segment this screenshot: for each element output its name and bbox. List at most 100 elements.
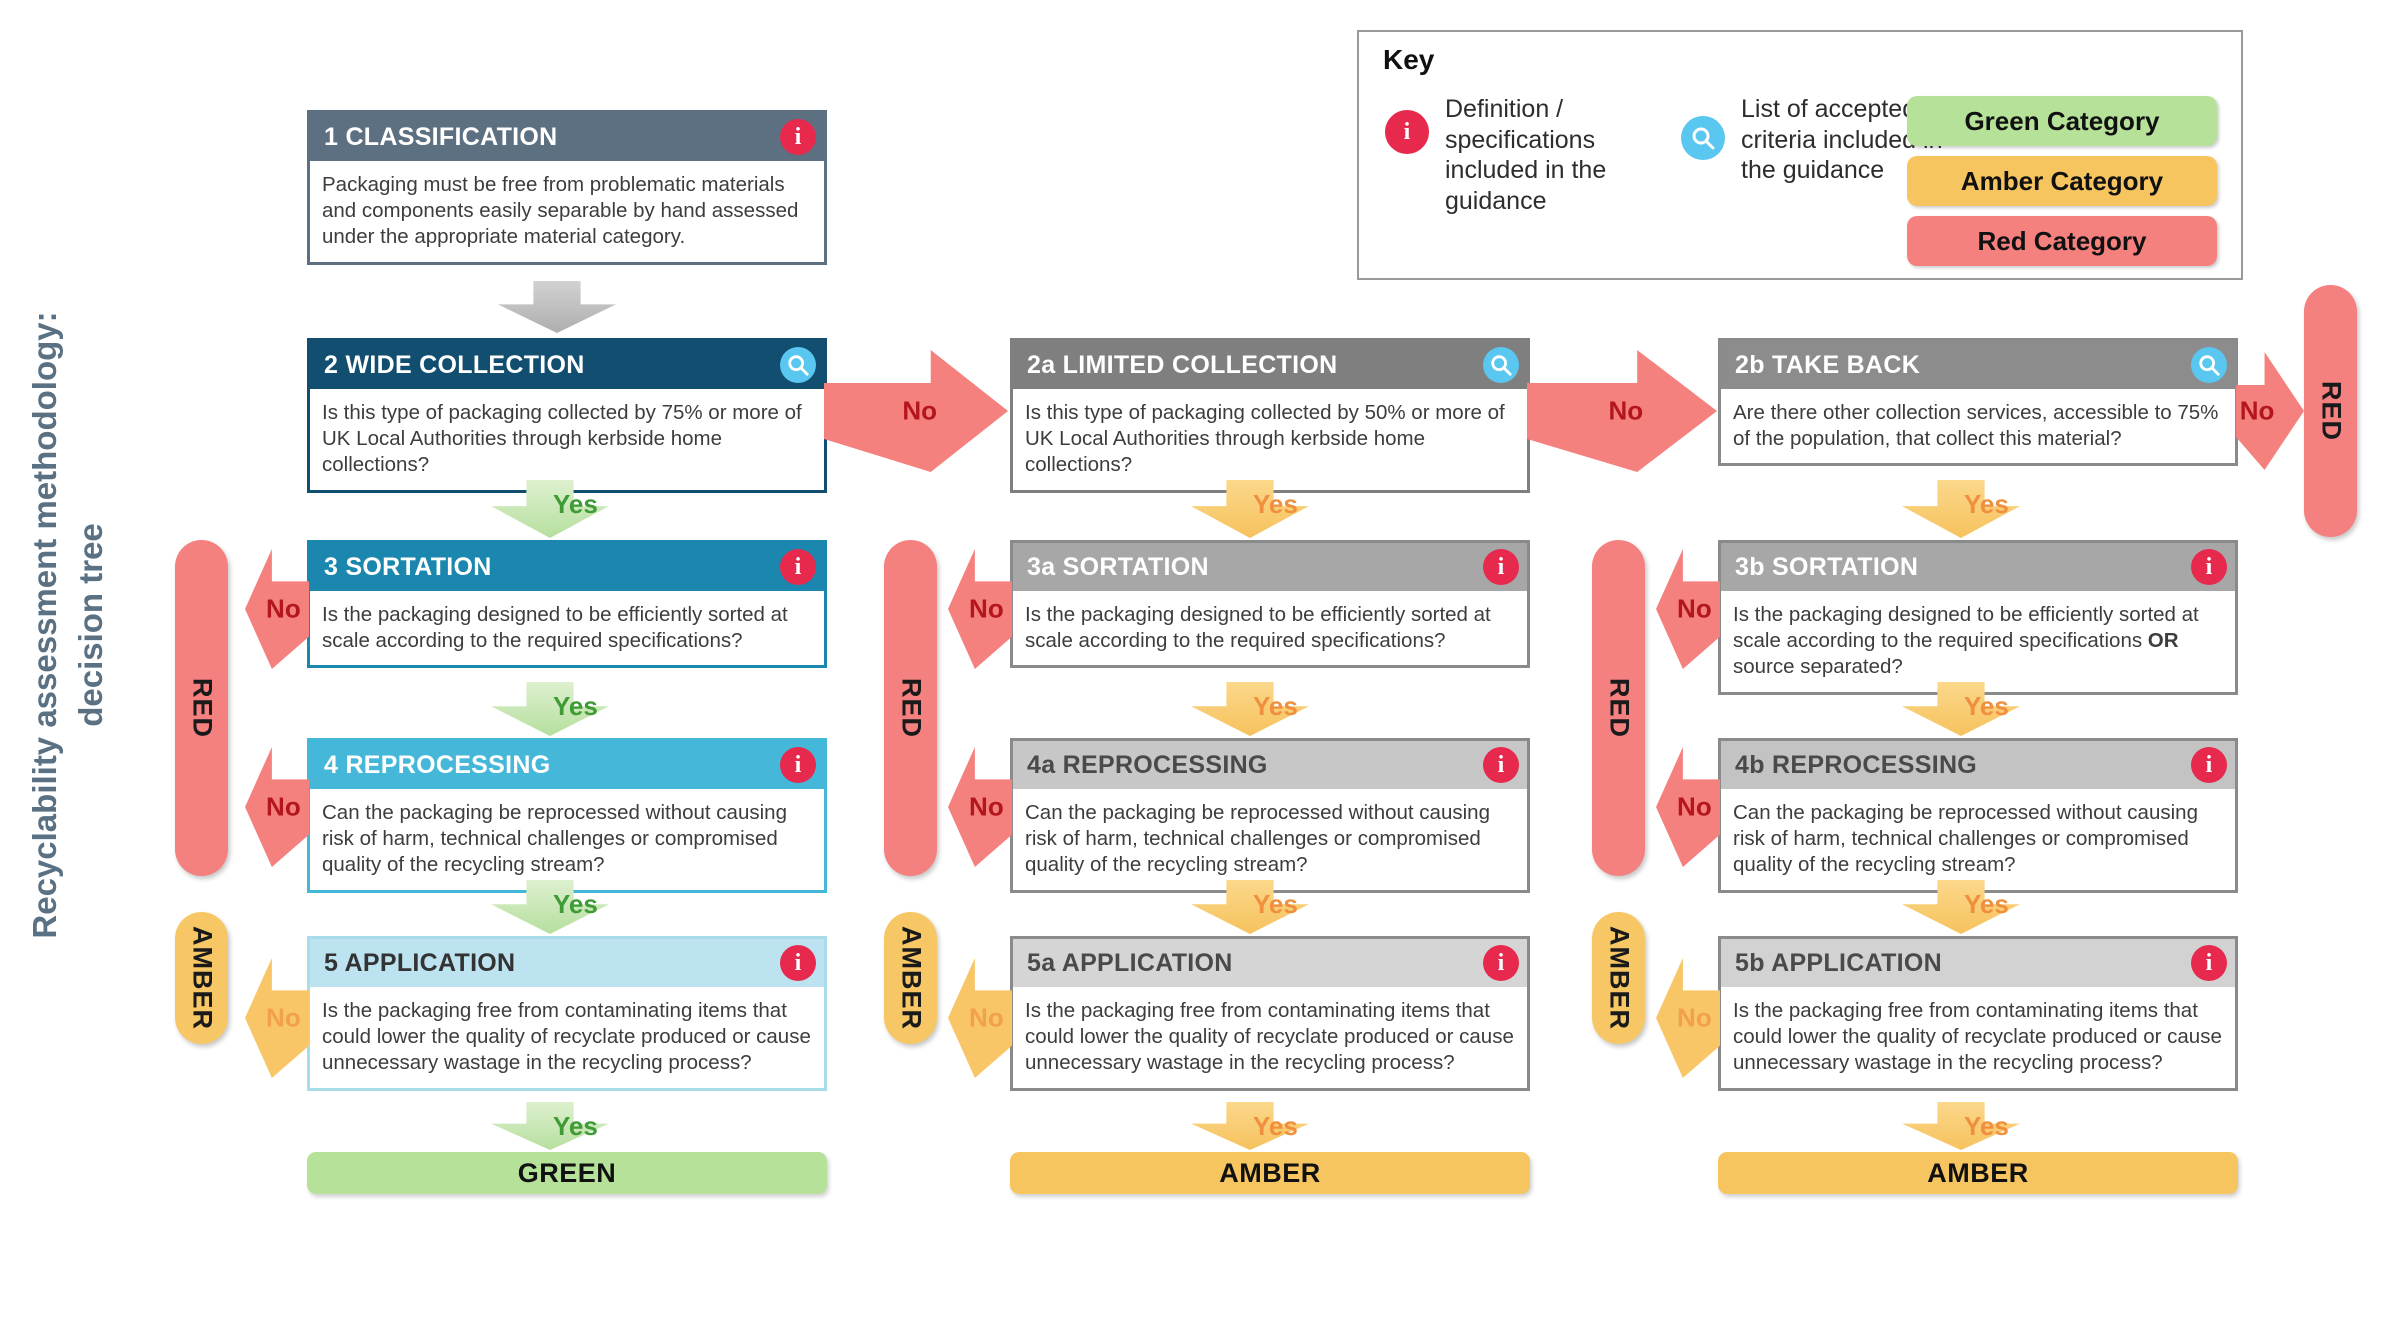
- yes-label: Yes: [553, 691, 598, 721]
- box-body: Is this type of packaging collected by 7…: [310, 392, 824, 490]
- box-title: 2b TAKE BACK: [1735, 350, 1921, 379]
- page-title-line1: Recyclability assessment methodology:: [26, 311, 63, 939]
- yes-arrow: Yes: [1191, 1102, 1309, 1150]
- no-label: No: [266, 593, 301, 624]
- no-arrow: No: [245, 747, 309, 867]
- no-arrow: No: [245, 549, 309, 669]
- box-body: Can the packaging be reprocessed without…: [1721, 792, 2235, 890]
- search-icon: [1483, 347, 1519, 383]
- box-title: 3b SORTATION: [1735, 552, 1919, 581]
- no-arrow: No: [1527, 350, 1717, 472]
- box-title: 4b REPROCESSING: [1735, 750, 1978, 779]
- yes-label: Yes: [553, 489, 598, 519]
- box-title: 4 REPROCESSING: [324, 750, 551, 779]
- info-icon: i: [2191, 549, 2227, 585]
- info-icon: i: [780, 549, 816, 585]
- green-category-chip: Green Category: [1907, 96, 2217, 146]
- amber-pill: AMBER: [175, 912, 228, 1044]
- no-label: No: [902, 395, 938, 426]
- search-icon: [2191, 347, 2227, 383]
- box-title: 5 APPLICATION: [324, 948, 516, 977]
- yes-label: Yes: [553, 889, 598, 919]
- box-4b-reprocessing: 4b REPROCESSING i Can the packaging be r…: [1718, 738, 2238, 893]
- yes-label: Yes: [1253, 1111, 1298, 1141]
- amber-pill: AMBER: [884, 912, 937, 1044]
- no-arrow: No: [1656, 747, 1720, 867]
- box-body: Can the packaging be reprocessed without…: [1013, 792, 1527, 890]
- no-label: No: [1677, 593, 1712, 624]
- box-5-application: 5 APPLICATION i Is the packaging free fr…: [307, 936, 827, 1091]
- search-icon: [1681, 116, 1725, 160]
- no-arrow: No: [948, 747, 1012, 867]
- yes-arrow: Yes: [1191, 480, 1309, 538]
- yes-arrow: Yes: [1902, 880, 2020, 934]
- box-title: 4a REPROCESSING: [1027, 750, 1268, 779]
- box-2-wide-collection: 2 WIDE COLLECTION Is this type of packag…: [307, 338, 827, 493]
- yes-arrow: Yes: [1191, 880, 1309, 934]
- info-icon: i: [780, 747, 816, 783]
- no-label: No: [1608, 395, 1644, 426]
- yes-label: Yes: [553, 1111, 598, 1141]
- box-4a-reprocessing: 4a REPROCESSING i Can the packaging be r…: [1010, 738, 1530, 893]
- yes-arrow: Yes: [491, 880, 609, 934]
- box-title: 2a LIMITED COLLECTION: [1027, 350, 1338, 379]
- box-title: 5a APPLICATION: [1027, 948, 1233, 977]
- red-pill: RED: [2304, 285, 2357, 537]
- box-1-classification: 1 CLASSIFICATION i Packaging must be fre…: [307, 110, 827, 265]
- box-body: Is the packaging designed to be efficien…: [1013, 594, 1527, 666]
- info-icon: i: [1483, 549, 1519, 585]
- no-label: No: [266, 1002, 301, 1033]
- gray-arrow: [498, 281, 616, 333]
- yes-label: Yes: [1253, 489, 1298, 519]
- flow-arrow-down: [498, 281, 616, 333]
- key-search-label: List of accepted criteria included in th…: [1741, 95, 1943, 184]
- info-icon: i: [780, 119, 816, 155]
- yes-label: Yes: [1964, 1111, 2009, 1141]
- no-label: No: [2239, 395, 2275, 426]
- no-arrow: No: [245, 958, 309, 1078]
- red-pill: RED: [175, 540, 228, 876]
- box-title: 1 CLASSIFICATION: [324, 122, 558, 151]
- box-3-sortation: 3 SORTATION i Is the packaging designed …: [307, 540, 827, 669]
- result-bar-amber: AMBER: [1010, 1152, 1530, 1194]
- box-body: Is this type of packaging collected by 5…: [1013, 392, 1527, 490]
- red-category-chip: Red Category: [1907, 216, 2217, 266]
- amber-pill: AMBER: [1592, 912, 1645, 1044]
- no-label: No: [969, 1002, 1004, 1033]
- yes-label: Yes: [1253, 889, 1298, 919]
- result-bar-amber: AMBER: [1718, 1152, 2238, 1194]
- box-3b-sortation: 3b SORTATION i Is the packaging designed…: [1718, 540, 2238, 695]
- yes-arrow: Yes: [1191, 682, 1309, 736]
- info-icon: i: [780, 945, 816, 981]
- no-label: No: [1677, 1002, 1712, 1033]
- box-title: 5b APPLICATION: [1735, 948, 1942, 977]
- no-label: No: [1677, 791, 1712, 822]
- info-icon: i: [2191, 945, 2227, 981]
- red-pill: RED: [884, 540, 937, 876]
- yes-label: Yes: [1964, 889, 2009, 919]
- box-3a-sortation: 3a SORTATION i Is the packaging designed…: [1010, 540, 1530, 669]
- box-5a-application: 5a APPLICATION i Is the packaging free f…: [1010, 936, 1530, 1091]
- box-title: 2 WIDE COLLECTION: [324, 350, 585, 379]
- yes-arrow: Yes: [491, 682, 609, 736]
- yes-label: Yes: [1964, 489, 2009, 519]
- box-2b-take-back: 2b TAKE BACK Are there other collection …: [1718, 338, 2238, 467]
- box-body: Can the packaging be reprocessed without…: [310, 792, 824, 890]
- yes-arrow: Yes: [491, 480, 609, 538]
- box-title: 3a SORTATION: [1027, 552, 1209, 581]
- no-label: No: [266, 791, 301, 822]
- no-arrow: No: [948, 549, 1012, 669]
- yes-arrow: Yes: [1902, 480, 2020, 538]
- key-panel: Key i Definition / specifications includ…: [1357, 30, 2243, 280]
- no-arrow: No: [2236, 352, 2304, 470]
- box-body: Is the packaging free from contaminating…: [1721, 990, 2235, 1088]
- box-body: Is the packaging designed to be efficien…: [1721, 594, 2235, 692]
- search-icon: [780, 347, 816, 383]
- no-arrow: No: [824, 350, 1008, 472]
- key-heading: Key: [1383, 44, 1435, 75]
- no-label: No: [969, 791, 1004, 822]
- info-icon: i: [2191, 747, 2227, 783]
- box-4-reprocessing: 4 REPROCESSING i Can the packaging be re…: [307, 738, 827, 893]
- yes-arrow: Yes: [491, 1102, 609, 1150]
